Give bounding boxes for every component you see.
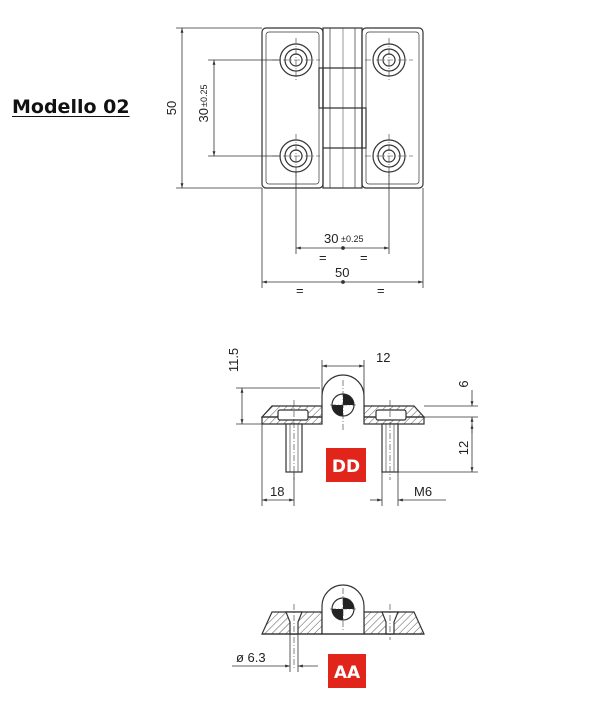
top-view (176, 27, 424, 288)
svg-text:AA: AA (334, 663, 361, 683)
sym-mark: = (296, 283, 304, 298)
section-badge-dd: DD (326, 448, 366, 482)
dim-width-50: 50 (335, 265, 349, 280)
svg-text:30: 30 (324, 231, 338, 246)
sym-mark: = (360, 250, 368, 265)
svg-text:±0.25: ±0.25 (199, 85, 209, 107)
dim-pin-12: 12 (456, 441, 471, 455)
dim-hole-6-3: ø 6.3 (236, 650, 266, 665)
dim-knuckle-12: 12 (376, 350, 390, 365)
dim-thickness-6: 6 (456, 380, 471, 387)
screw-right (375, 409, 407, 473)
sym-mark: = (319, 250, 327, 265)
svg-text:30: 30 (196, 108, 211, 122)
hinge-left-leaf (261, 27, 324, 189)
dim-height-50: 50 (164, 101, 179, 115)
section-badge-aa: AA (328, 654, 366, 688)
model-title: Modello 02 (12, 96, 130, 118)
hinge-right-leaf (361, 27, 424, 189)
screw-left (277, 409, 309, 473)
dim-height-11-5: 11.5 (226, 348, 241, 372)
dim-hole-vertical: 30 ±0.25 (196, 85, 211, 123)
section-view-aa (232, 584, 425, 672)
dim-hole-horizontal: 30 ±0.25 (324, 231, 363, 246)
dim-screw-18: 18 (270, 484, 284, 499)
svg-text:DD: DD (332, 457, 360, 477)
sym-mark: = (377, 283, 385, 298)
svg-text:±0.25: ±0.25 (341, 234, 363, 244)
dim-thread-m6: M6 (414, 484, 432, 499)
section-view-dd (236, 360, 478, 506)
